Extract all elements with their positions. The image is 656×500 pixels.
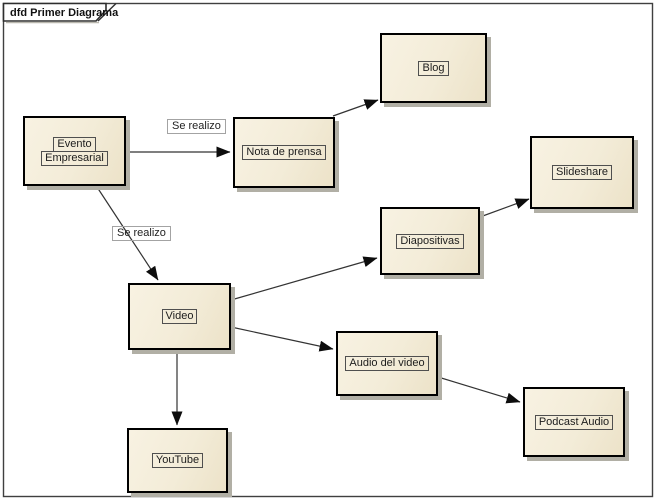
- node-podcast-audio[interactable]: Podcast Audio: [523, 387, 625, 457]
- frame-tab-diagonal: [97, 2, 117, 22]
- node-video[interactable]: Video: [128, 283, 231, 350]
- node-evento-label-line1: Evento: [53, 136, 96, 152]
- node-diapositivas[interactable]: Diapositivas: [380, 207, 480, 275]
- node-audio-del-video[interactable]: Audio del video: [336, 331, 438, 396]
- node-podcast-label: Podcast Audio: [534, 414, 614, 430]
- connector-evento-video[interactable]: [96, 186, 159, 281]
- edge-label-se-realizo-video: Se realizo: [112, 226, 171, 241]
- node-blog-label: Blog: [418, 60, 449, 76]
- node-slideshare-label: Slideshare: [552, 165, 612, 180]
- node-blog[interactable]: Blog: [380, 33, 487, 103]
- node-evento-label-line2: Empresarial: [41, 150, 108, 166]
- node-video-label: Video: [161, 309, 198, 324]
- node-audio-label: Audio del video: [345, 356, 429, 371]
- node-diapositivas-label: Diapositivas: [396, 233, 464, 249]
- node-youtube[interactable]: YouTube: [127, 428, 228, 493]
- node-nota-de-prensa[interactable]: Nota de prensa: [233, 117, 335, 188]
- edge-label-se-realizo-nota: Se realizo: [167, 119, 226, 134]
- node-nota-label: Nota de prensa: [242, 145, 326, 160]
- frame-title: dfd Primer Diagrama: [10, 7, 119, 19]
- node-evento-empresarial[interactable]: Evento Empresarial: [23, 116, 126, 186]
- node-youtube-label: YouTube: [151, 453, 204, 468]
- frame-tab: [2, 2, 107, 22]
- node-slideshare[interactable]: Slideshare: [530, 136, 634, 209]
- connector-video-diapositivas[interactable]: [230, 256, 378, 301]
- connector-nota-blog[interactable]: [332, 99, 379, 117]
- connector-diapositivas-slideshare[interactable]: [479, 198, 530, 218]
- connector-audio-podcast[interactable]: [437, 376, 521, 404]
- connector-video-audio[interactable]: [230, 326, 334, 352]
